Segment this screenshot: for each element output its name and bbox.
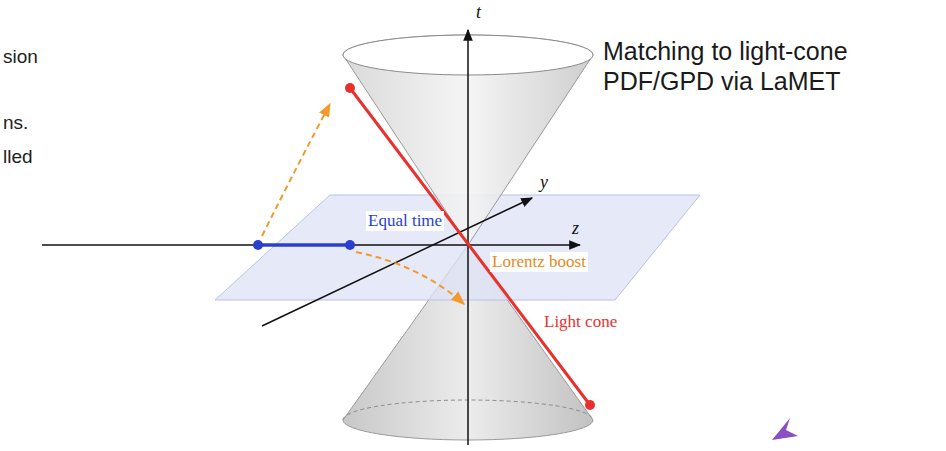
slide-text-fragment: sion	[3, 46, 38, 68]
axis-label: y	[540, 172, 548, 193]
light-cone-line	[350, 88, 590, 405]
line-label: Light cone	[542, 312, 619, 332]
slide-heading: Matching to light-cone PDF/GPD via LaMET	[603, 36, 938, 96]
arrow-label: Lorentz boost	[490, 252, 588, 272]
z-axis	[42, 244, 580, 246]
axis-label: t	[476, 2, 481, 23]
equal-time-segment	[258, 243, 350, 247]
pointer-arrow-tip	[772, 418, 798, 440]
region-label: Equal time	[366, 211, 444, 231]
axis-label: z	[572, 218, 579, 239]
t-axis	[467, 30, 469, 445]
slide-text-fragment: ns.	[3, 112, 28, 134]
light-cone-end	[585, 400, 595, 410]
boost-arrow	[356, 252, 464, 304]
equal-time-end	[253, 240, 263, 250]
equal-time-end	[345, 240, 355, 250]
light-cone-end	[345, 83, 355, 93]
slide-text-fragment: lled	[3, 146, 33, 168]
boost-arrow	[262, 104, 330, 236]
